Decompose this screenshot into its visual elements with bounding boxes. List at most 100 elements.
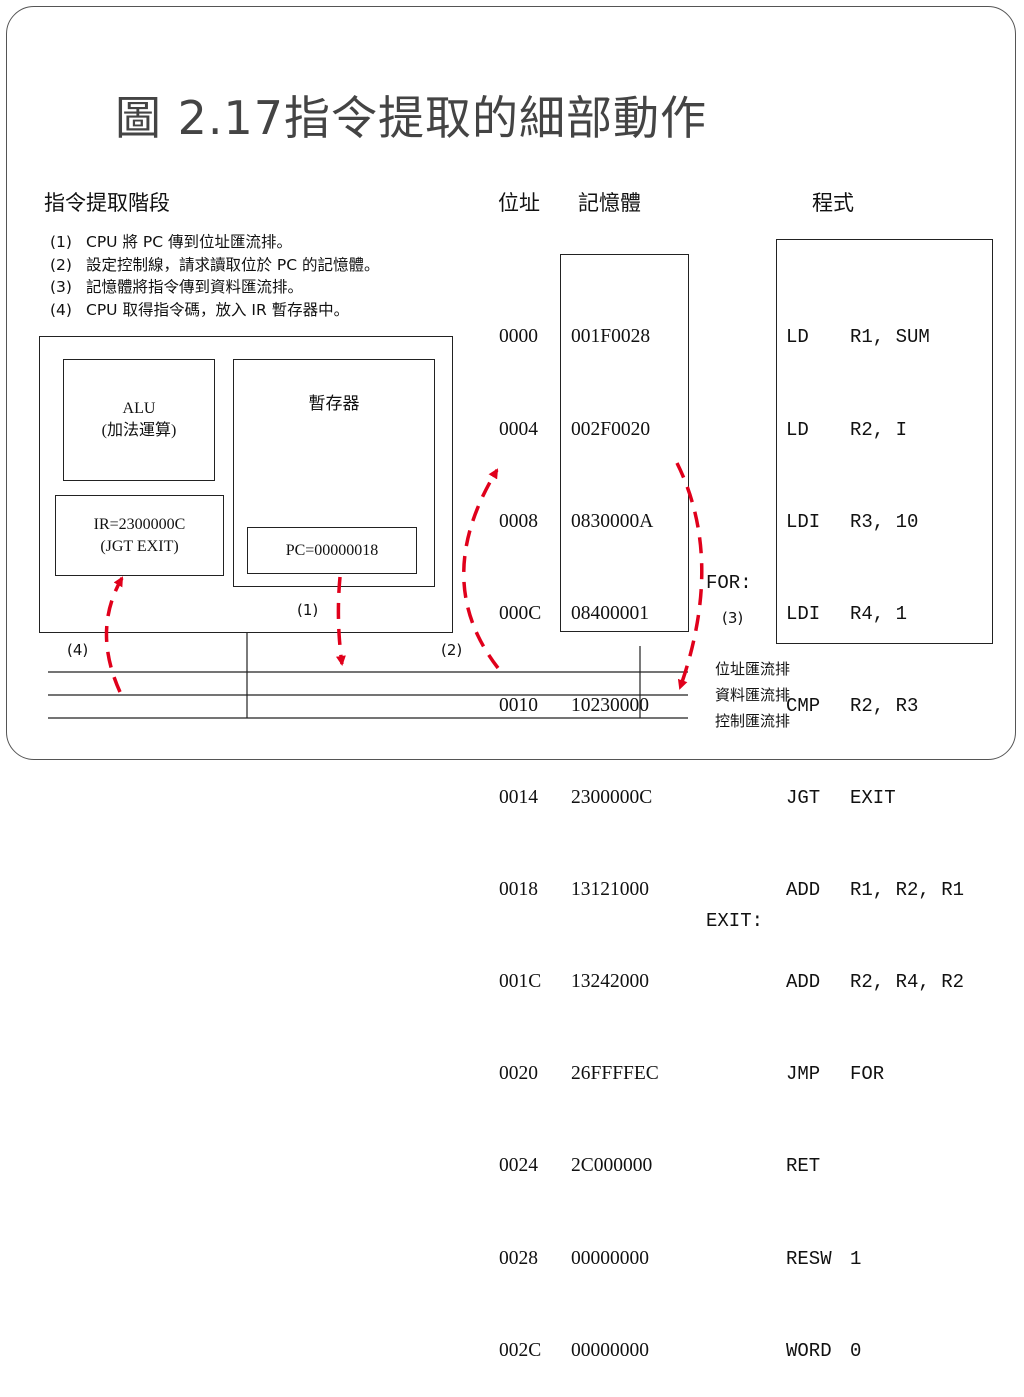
memory-cell: 2300000C: [571, 786, 653, 808]
operands: EXIT: [850, 786, 896, 809]
address-cell: 0024: [499, 1155, 538, 1177]
program-label: EXIT:: [706, 909, 764, 932]
stage-header: 指令提取階段: [44, 191, 170, 215]
program-line: ADD R1, R2, R1: [786, 875, 964, 906]
opcode: LD: [786, 418, 809, 441]
memory-header: 記憶體: [578, 191, 641, 215]
operands: R3, 10: [850, 510, 919, 533]
ir-instruction: (JGT EXIT): [100, 538, 179, 555]
step-item: (2) 設定控制線，請求讀取位於 PC 的記憶體。: [50, 254, 380, 277]
memory-cell: 26FFFFEC: [571, 1063, 659, 1085]
memory-cell: 2C000000: [571, 1155, 653, 1177]
address-cell: 0008: [499, 510, 538, 532]
address-cell: 0010: [499, 694, 538, 716]
step-text: 記憶體將指令傳到資料匯流排。: [86, 278, 304, 296]
alu-box: [63, 359, 215, 481]
step-list: (1) CPU 將 PC 傳到位址匯流排。 (2) 設定控制線，請求讀取位於 PC …: [50, 231, 380, 321]
slide-frame: [6, 6, 1016, 760]
memory-cell: 001F0028: [571, 326, 651, 348]
step-text: CPU 將 PC 傳到位址匯流排。: [86, 233, 292, 251]
operands: FOR: [850, 1063, 885, 1086]
pc-label: PC=00000018: [285, 542, 379, 559]
opcode: LDI: [786, 602, 821, 625]
program-line: LD R2, I: [786, 415, 964, 446]
address-cell: 0018: [499, 879, 538, 901]
opcode: CMP: [786, 694, 821, 717]
program-line: RET: [786, 1151, 964, 1182]
step1-marker: (1): [297, 601, 319, 619]
slide-title: 圖 2.17指令提取的細部動作: [115, 91, 708, 145]
alu-label: ALU (加法運算): [63, 398, 215, 442]
program-line: LDI R4, 1: [786, 599, 964, 630]
opcode: LD: [786, 326, 809, 349]
memory-cell: 10230000: [571, 694, 649, 716]
opcode: WORD: [786, 1339, 832, 1362]
address-cell: 000C: [499, 602, 542, 624]
opcode: ADD: [786, 879, 821, 902]
operands: R1, SUM: [850, 326, 930, 349]
program-line: CMP R2, R3: [786, 691, 964, 722]
step-number: (4): [50, 300, 72, 319]
operands: 0: [850, 1339, 862, 1362]
opcode: LDI: [786, 510, 821, 533]
opcode: JGT: [786, 786, 821, 809]
memory-cell: 00000000: [571, 1247, 649, 1269]
step2-marker: (2): [441, 641, 463, 659]
program-line: JGT EXIT: [786, 783, 964, 814]
memory-cell: 0830000A: [571, 510, 654, 532]
operands: R2, I: [850, 418, 908, 441]
alu-title: ALU: [122, 400, 156, 417]
memory-cell: 13242000: [571, 971, 649, 993]
address-cell: 001C: [499, 971, 542, 993]
address-cell: 0020: [499, 1063, 538, 1085]
step-number: (2): [50, 255, 72, 274]
ir-box: [55, 495, 224, 576]
pc-box: [247, 527, 417, 574]
program-box: [776, 239, 993, 644]
step3-arrow: [675, 462, 704, 690]
bus-diagram: [48, 462, 704, 719]
opcode: RET: [786, 1155, 821, 1178]
ir-label: IR=2300000C (JGT EXIT): [55, 514, 224, 558]
program-header: 程式: [812, 191, 854, 215]
program-line: LD R1, SUM: [786, 322, 964, 353]
program-line: WORD 0: [786, 1336, 964, 1367]
step4-marker: (4): [67, 641, 89, 659]
register-label: 暫存器: [308, 394, 360, 414]
memory-cell: 00000000: [571, 1339, 649, 1361]
address-bus-label: 位址匯流排: [715, 660, 791, 678]
memory-cell: 002F0020: [571, 418, 651, 440]
address-cell: 0014: [499, 786, 538, 808]
step-item: (1) CPU 將 PC 傳到位址匯流排。: [50, 231, 380, 254]
step4-arrow: [104, 576, 124, 693]
program-line: RESW 1: [786, 1244, 964, 1275]
step3-marker: (3): [722, 609, 744, 627]
operands: R2, R4, R2: [850, 971, 965, 994]
operands: R4, 1: [850, 602, 908, 625]
address-cell: 002C: [499, 1339, 542, 1361]
operands: 1: [850, 1247, 862, 1270]
step-text: 設定控制線，請求讀取位於 PC 的記憶體。: [86, 255, 380, 274]
program-label: FOR:: [706, 572, 752, 595]
address-header: 位址: [498, 191, 540, 215]
step-number: (1): [50, 233, 72, 251]
opcode: JMP: [786, 1063, 821, 1086]
address-cell: 0028: [499, 1247, 538, 1269]
memory-cell: 13121000: [571, 879, 649, 901]
alu-subtitle: (加法運算): [101, 422, 177, 439]
opcode: RESW: [786, 1247, 832, 1270]
step-text: CPU 取得指令碼，放入 IR 暫存器中。: [86, 300, 350, 319]
memory-box: [560, 254, 689, 632]
operands: R1, R2, R1: [850, 879, 965, 902]
memory-cell: 08400001: [571, 602, 649, 624]
program-line: LDI R3, 10: [786, 507, 964, 538]
operands: R2, R3: [850, 694, 919, 717]
step-item: (3) 記憶體將指令傳到資料匯流排。: [50, 276, 380, 299]
data-bus-label: 資料匯流排: [715, 686, 791, 704]
step-item: (4) CPU 取得指令碼，放入 IR 暫存器中。: [50, 299, 380, 322]
address-cell: 0004: [499, 418, 538, 440]
control-bus-label: 控制匯流排: [715, 712, 791, 730]
address-cell: 0000: [499, 326, 538, 348]
step-number: (3): [50, 278, 72, 296]
